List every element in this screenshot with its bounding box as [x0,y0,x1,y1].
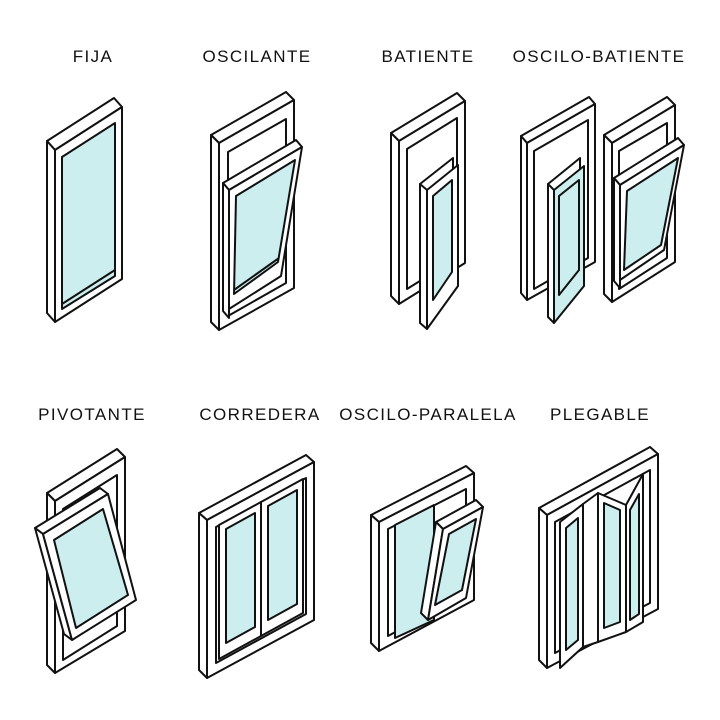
label-plegable: PLEGABLE [549,405,651,424]
pivot-window-icon [34,448,137,674]
label-fija: FIJA [72,47,114,66]
tilt-and-turn-casement-icon [520,96,596,324]
label-oscilo-paralela: OSCILO-PARALELA [339,405,517,424]
tilt-window-icon [210,91,303,331]
label-pivotante: PIVOTANTE [38,405,146,424]
casement-window-icon [390,92,466,330]
label-batiente: BATIENTE [381,47,475,66]
label-corredera: CORREDERA [199,405,321,424]
folding-window-icon [538,446,659,669]
sliding-window-icon [198,454,315,679]
tilt-and-turn-tilt-icon [603,96,685,303]
fixed-window-icon [46,97,123,323]
label-oscilo-batiente: OSCILO-BATIENTE [512,47,686,66]
label-oscilante: OSCILANTE [202,47,312,66]
parallel-tilt-window-icon [370,465,484,652]
